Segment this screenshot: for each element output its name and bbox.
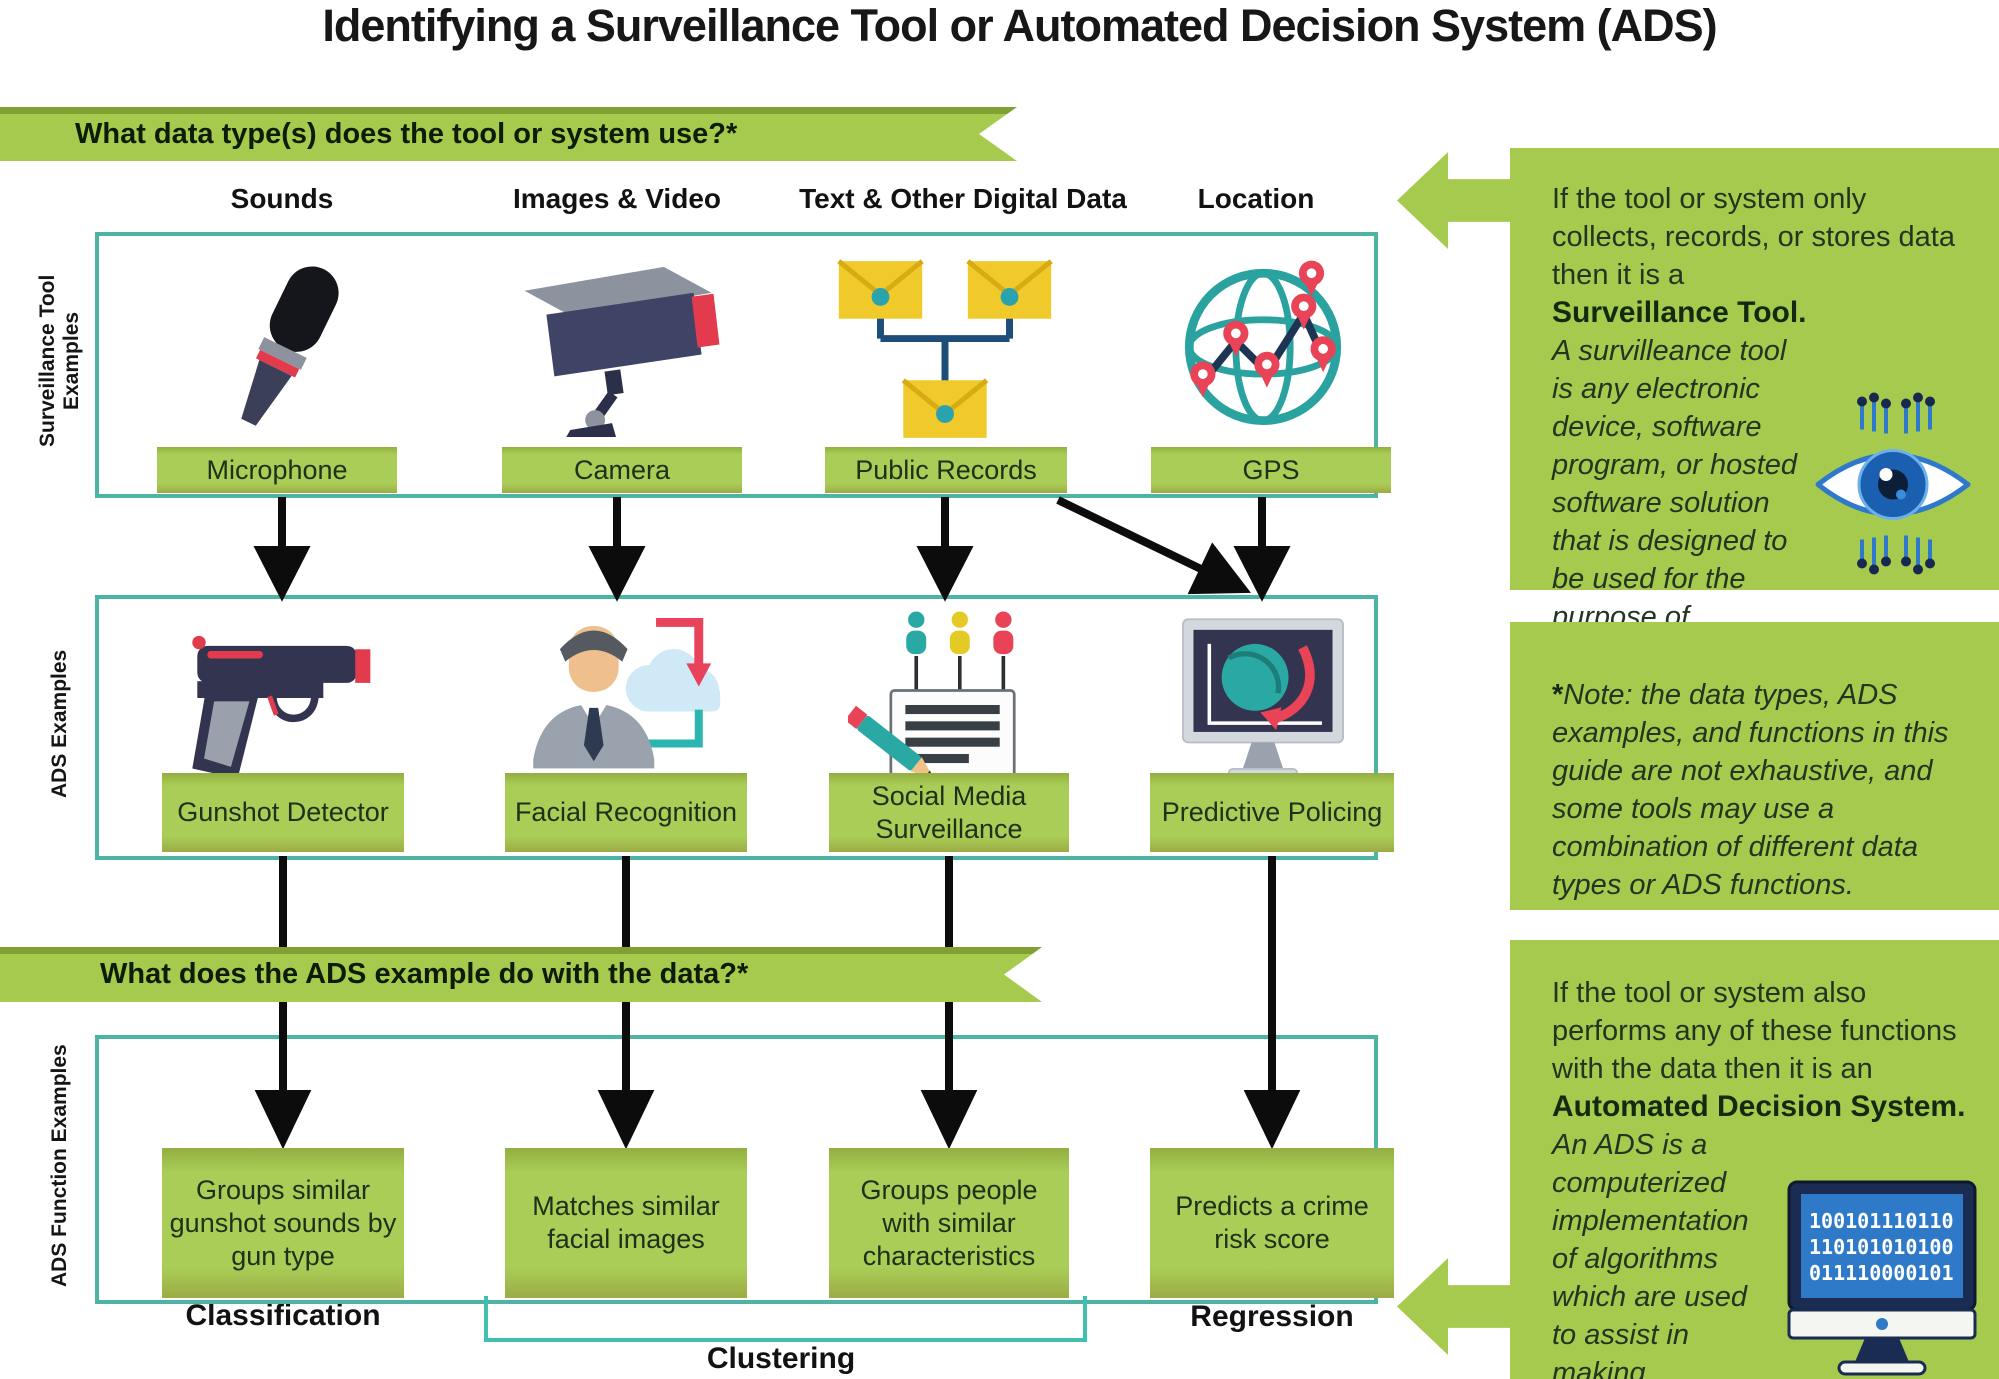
column-header-images: Images & Video [512,183,721,214]
page-title: Identifying a Surveillance Tool or Autom… [322,0,1717,51]
tool-label-gps: GPS [1151,447,1391,493]
column-header-location: Location [1197,183,1315,214]
column-header-sounds: Sounds [230,183,334,214]
banner-function-text: What does the ADS example do with the da… [100,958,749,990]
social-media-surveillance-icon [845,606,1050,794]
function-box-classification: Groups similar gunshot sounds by gun typ… [162,1148,404,1298]
ads-label-social-media: Social Media Surveillance [829,773,1069,852]
microphone-icon [190,246,380,438]
note-asterisk: * [1552,679,1564,711]
function-box-matching: Matches similar facial images [505,1148,747,1298]
binary-line-1: 100101110110 [1809,1209,1954,1233]
side-label-surveillance-tool-examples: Surveillance Tool Examples [36,274,83,448]
side-label-ads-examples: ADS Examples [48,649,71,798]
side-label-ads-function-examples: ADS Function Examples [48,1044,71,1287]
ads-definition-text: An ADS is a computerized implementation … [1552,1129,1749,1379]
banner-function-question: What does the ADS example do with the da… [0,947,1042,1002]
clustering-bracket [484,1296,1087,1342]
camera-icon [515,252,727,438]
surveillance-tool-definition-box: If the tool or system only collects, rec… [1510,148,1999,671]
column-header-text: Text & Other Digital Data [799,183,1127,214]
ads-intro-text: If the tool or system also performs any … [1552,977,1957,1085]
ads-examples-box [95,595,1378,860]
note-text: Note: the data types, ADS examples, and … [1552,679,1949,901]
left-pointing-arrow-icon-top [1397,152,1513,249]
function-box-regression: Predicts a crime risk score [1150,1148,1394,1298]
tool-label-camera: Camera [502,447,742,493]
tool-label-microphone: Microphone [157,447,397,493]
ads-definition-box: If the tool or system also performs any … [1510,940,1999,1379]
surveillance-tools-box [95,232,1378,498]
note-box: *Note: the data types, ADS examples, and… [1510,622,1999,910]
function-box-grouping: Groups people with similar characteristi… [829,1148,1069,1298]
category-label-classification: Classification [185,1299,381,1332]
predictive-policing-icon [1160,612,1365,792]
banner-data-type-question: What data type(s) does the tool or syste… [0,107,1017,161]
binary-line-2: 110101010100 [1809,1235,1954,1259]
gps-icon [1165,244,1361,446]
surveillance-term: Surveillance Tool. [1552,296,1807,329]
ads-label-gunshot-detector: Gunshot Detector [162,773,404,852]
left-pointing-arrow-icon-bottom [1397,1258,1513,1355]
ads-label-facial-recognition: Facial Recognition [505,773,747,852]
binary-computer-icon: 100101110110 110101010100 011110000101 [1784,1178,1979,1379]
gunshot-detector-icon [165,612,400,784]
surveillance-eye-icon [1807,342,1977,622]
tool-label-public-records: Public Records [825,447,1067,493]
binary-line-3: 011110000101 [1809,1261,1954,1285]
public-records-icon [810,252,1080,448]
ads-term: Automated Decision System. [1552,1090,1966,1123]
facial-recognition-icon [510,608,730,790]
category-label-regression: Regression [1190,1300,1354,1333]
surveillance-intro-text: If the tool or system only collects, rec… [1552,183,1955,291]
category-label-clustering: Clustering [706,1342,856,1375]
ads-label-predictive-policing: Predictive Policing [1150,773,1394,852]
banner-data-type-text: What data type(s) does the tool or syste… [75,117,738,150]
